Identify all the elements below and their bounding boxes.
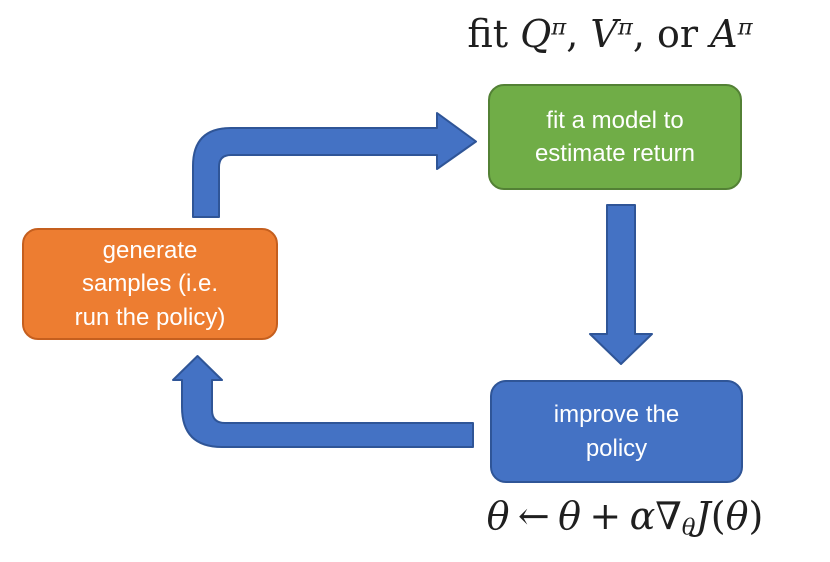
formula-top-sep2: , or [632,12,711,56]
formula-bottom-theta: θ [486,494,510,538]
formula-bottom-lparen: ( [710,494,726,538]
box-generate-samples-line2: samples (i.e. [81,270,219,298]
arrow-fit-to-improve-icon [589,204,653,365]
formula-bottom-alpha: α [629,494,656,538]
arrow-samples-to-fit-icon [192,112,477,218]
formula-top-a: A [710,12,738,56]
formula-bottom-theta-sub: θ [681,514,696,541]
formula-top-q: Q [520,12,552,56]
formula-top-v: V [590,12,618,56]
box-improve-policy-line2: policy [585,434,648,462]
formula-fit-q-v-a: fit Qπ, Vπ, or Aπ [390,12,830,56]
box-fit-model-line2: estimate return [534,140,696,167]
formula-top-pi-sup: π [617,14,633,41]
formula-bottom-rparen: ) [748,494,764,538]
box-generate-samples-line3: run the policy) [74,303,226,331]
arrow-improve-to-samples-icon [172,355,474,448]
formula-bottom-theta: θ [725,494,749,538]
formula-bottom-plus: + [589,494,622,538]
box-fit-model: fit a model to estimate return [488,84,742,190]
formula-top-sep1: , [566,12,591,56]
formula-top-fit: fit [467,12,521,56]
box-improve-policy: improve the policy [490,380,743,483]
formula-top-pi-sup: π [551,14,567,41]
formula-bottom-j: J [695,494,711,538]
box-improve-policy-line1: improve the [553,401,680,429]
box-generate-samples: generate samples (i.e. run the policy) [22,228,278,340]
box-generate-samples-line1: generate [102,237,198,265]
box-fit-model-line1: fit a model to [546,106,684,134]
formula-policy-gradient-update: θ←θ+α∇θJ(θ) [405,494,830,541]
formula-bottom-nabla: ∇ [655,494,682,538]
formula-top-pi-sup: π [737,14,753,41]
formula-bottom-theta: θ [558,494,582,538]
formula-bottom-left-arrow: ← [517,494,550,538]
